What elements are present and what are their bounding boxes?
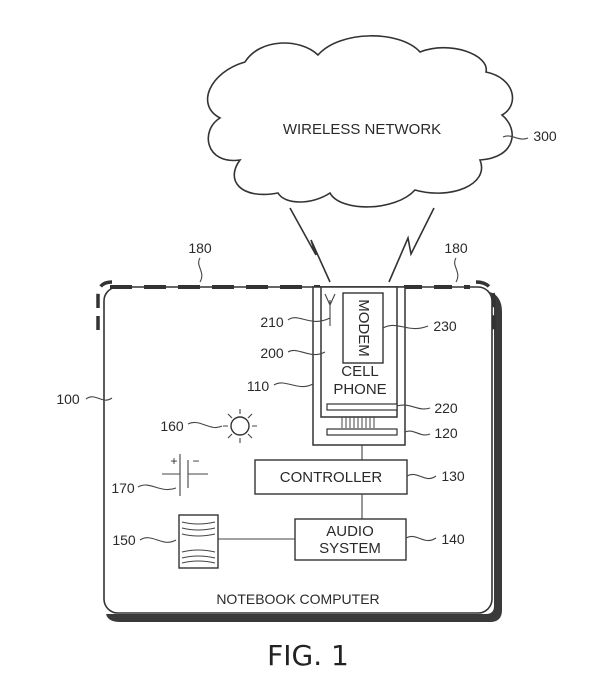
leader-150 — [139, 537, 177, 543]
network-label: WIRELESS NETWORK — [283, 121, 441, 138]
controller-label: CONTROLLER — [280, 469, 383, 486]
bay-connector — [326, 428, 398, 436]
ref-150: 150 — [112, 532, 136, 548]
modem-label: MODEM — [355, 299, 372, 357]
ref-170: 170 — [111, 480, 135, 496]
ref-300: 300 — [533, 128, 557, 144]
leader-120 — [404, 430, 431, 436]
wireless-link-right — [388, 207, 435, 283]
leader-200 — [287, 350, 326, 356]
ref-100: 100 — [56, 391, 80, 407]
ref-200: 200 — [260, 345, 284, 361]
leader-110 — [273, 382, 314, 388]
ref-120: 120 — [434, 425, 458, 441]
battery-minus: − — [192, 454, 199, 468]
battery-plus: + — [170, 454, 177, 468]
light-icon — [223, 409, 257, 443]
audio-label-1: AUDIO — [326, 523, 374, 540]
wireless-network-cloud: WIRELESS NETWORK — [206, 35, 514, 208]
wireless-link-left — [289, 207, 331, 283]
ref-180-right: 180 — [444, 240, 468, 256]
leader-130 — [406, 474, 437, 480]
leader-170 — [137, 484, 177, 490]
ref-210: 210 — [260, 314, 284, 330]
ref-110: 110 — [247, 378, 270, 394]
ref-130: 130 — [441, 468, 465, 484]
ref-220: 220 — [434, 400, 458, 416]
figure-caption: FIG. 1 — [267, 639, 349, 672]
leader-180-right — [454, 257, 459, 283]
leader-210 — [287, 317, 331, 322]
ref-180-left: 180 — [188, 240, 212, 256]
antenna-icon — [324, 293, 336, 326]
ref-230: 230 — [433, 318, 457, 334]
cell-phone-label-1: CELL — [341, 363, 379, 380]
notebook-label: NOTEBOOK COMPUTER — [216, 591, 379, 607]
cell-phone-label-2: PHONE — [333, 381, 386, 398]
controller — [254, 459, 408, 495]
connector-pins — [341, 417, 375, 428]
leader-160 — [187, 422, 223, 428]
leader-230 — [382, 324, 429, 330]
ref-160: 160 — [160, 418, 184, 434]
leader-220 — [396, 404, 431, 410]
leader-300 — [502, 135, 529, 140]
audio-label-2: SYSTEM — [319, 540, 381, 557]
speaker-icon — [178, 514, 219, 569]
rf-shielding — [96, 280, 496, 330]
leader-140 — [405, 536, 437, 542]
ref-140: 140 — [441, 531, 465, 547]
leader-100 — [85, 396, 113, 401]
notebook-computer — [103, 286, 493, 614]
phone-connector — [326, 403, 398, 411]
battery-icon: + − — [162, 454, 208, 496]
leader-180-left — [198, 257, 203, 283]
